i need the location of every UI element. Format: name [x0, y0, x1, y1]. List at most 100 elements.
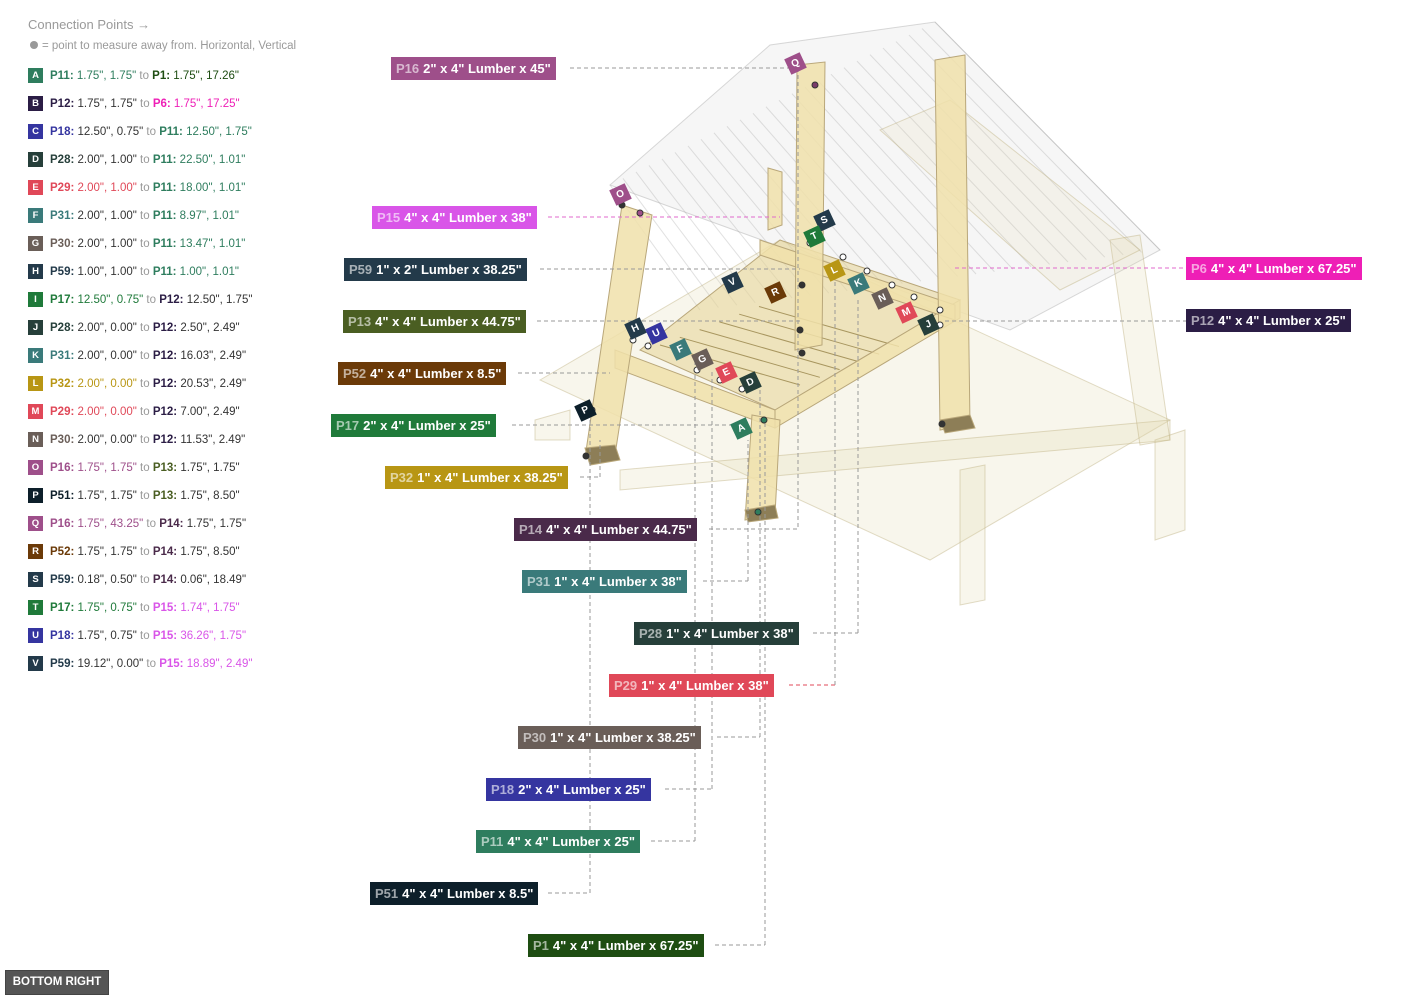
connection-text: P16: 1.75", 1.75" to P13: 1.75", 1.75" [50, 460, 240, 476]
to-value: 16.03", 2.49" [180, 350, 247, 362]
from-part: P17: [50, 602, 78, 614]
post-ghost [959, 464, 986, 606]
to-word: to [140, 210, 153, 222]
roof-rib [830, 73, 1014, 270]
connection-badge: Q [28, 516, 43, 531]
connection-point [798, 349, 806, 357]
back-post-tall [794, 61, 826, 351]
part-description: 1" x 4" Lumber x 38.25" [550, 730, 696, 745]
post-end [584, 444, 621, 466]
to-word: to [140, 350, 153, 362]
connection-text: P31: 2.00", 1.00" to P11: 8.97", 1.01" [50, 208, 239, 224]
to-part: P15: [152, 630, 181, 642]
from-part: P59: [50, 574, 78, 586]
connection-point [636, 209, 644, 217]
connection-point [754, 508, 762, 516]
to-word: to [140, 322, 153, 334]
from-part: P18: [50, 126, 78, 138]
part-id: P29 [614, 678, 638, 693]
part-id: P11 [481, 834, 504, 849]
slat-line [699, 329, 840, 371]
from-part: P28: [50, 154, 78, 166]
part-id: P52 [343, 366, 367, 381]
from-part: P30: [50, 238, 78, 250]
connection-text: P17: 12.50", 0.75" to P12: 12.50", 1.75" [50, 292, 252, 308]
connection-text: P18: 1.75", 0.75" to P15: 36.26", 1.75" [50, 628, 246, 644]
connection-text: P17: 1.75", 0.75" to P15: 1.74", 1.75" [50, 600, 240, 616]
to-part: P14: [152, 574, 181, 586]
to-part: P15: [159, 658, 187, 670]
to-part: P14: [152, 546, 181, 558]
part-description: 1" x 4" Lumber x 38" [554, 574, 682, 589]
connection-point [760, 416, 768, 424]
from-value: 2.00", 1.00" [77, 238, 141, 250]
roof-rib [895, 41, 1106, 258]
from-value: 2.00", 0.00" [77, 378, 141, 390]
to-value: 12.50", 1.75" [186, 126, 252, 138]
connection-badge: I [28, 292, 43, 307]
to-word: to [140, 238, 153, 250]
from-value: 19.12", 0.00" [77, 658, 147, 670]
to-part: P12: [152, 406, 181, 418]
connection-badge: D [28, 152, 43, 167]
from-part: P32: [50, 378, 78, 390]
connection-badge: C [28, 124, 43, 139]
part-description: 1" x 4" Lumber x 38" [666, 626, 794, 641]
to-value: 11.53", 2.49" [180, 434, 246, 446]
part-description: 2" x 4" Lumber x 45" [423, 61, 551, 76]
legend-subtitle-text: = point to measure away from. Horizontal… [42, 40, 297, 52]
part-description: 4" x 4" Lumber x 8.5" [402, 886, 534, 901]
to-part: P12: [152, 322, 181, 334]
view-bottom-right-button[interactable]: BOTTOM RIGHT [5, 970, 109, 995]
part-id: P6 [1191, 261, 1207, 276]
to-part: P6: [152, 98, 174, 110]
connection-text: P52: 1.75", 1.75" to P14: 1.75", 8.50" [50, 544, 240, 560]
to-value: 2.50", 2.49" [180, 322, 240, 334]
connection-point [936, 306, 944, 314]
to-value: 1.75", 17.25" [173, 98, 240, 110]
connection-badge: V [28, 656, 43, 671]
to-word: to [140, 98, 153, 110]
part-description: 4" x 4" Lumber x 44.75" [375, 314, 521, 329]
connection-badge: P [28, 488, 43, 503]
part-id: P16 [396, 61, 420, 76]
connection-point [796, 326, 804, 334]
from-part: P18: [50, 630, 78, 642]
part-description: 1" x 4" Lumber x 38.25" [417, 470, 563, 485]
to-word: to [140, 602, 153, 614]
from-part: P31: [50, 210, 78, 222]
from-part: P16: [50, 462, 78, 474]
from-part: P59: [50, 266, 78, 278]
to-part: P11: [159, 126, 187, 138]
connection-point [888, 281, 896, 289]
connection-badge: N [28, 432, 43, 447]
part-id: P12 [1191, 313, 1215, 328]
from-value: 1.00", 1.00" [77, 266, 141, 278]
connection-text: P31: 2.00", 0.00" to P12: 16.03", 2.49" [50, 348, 246, 364]
to-part: P1: [152, 70, 174, 82]
to-word: to [140, 406, 153, 418]
from-value: 2.00", 1.00" [77, 154, 141, 166]
connection-badge: L [28, 376, 43, 391]
to-value: 8.97", 1.01" [179, 210, 239, 222]
connection-badge: E [28, 180, 43, 195]
part-description: 4" x 4" Lumber x 8.5" [370, 366, 502, 381]
